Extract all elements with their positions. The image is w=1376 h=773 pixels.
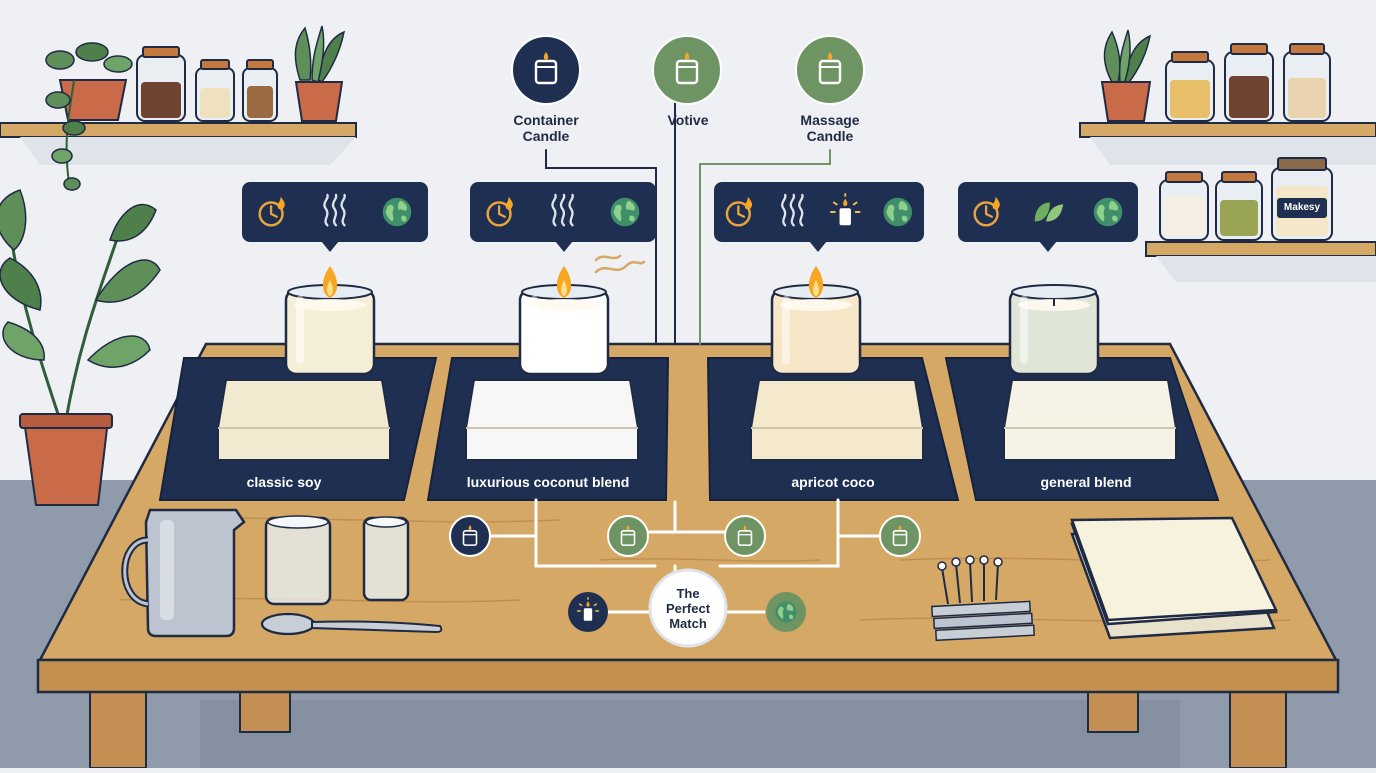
jar-right-5 (1215, 171, 1263, 241)
makesy-jar (1271, 157, 1333, 241)
candle-type-label-massage: Massage Candle (800, 112, 860, 144)
globe-icon (610, 197, 640, 227)
wax-block-2 (750, 379, 924, 461)
glass-jar-empty (264, 515, 332, 606)
floor-plant (0, 189, 161, 506)
candle-type-label-votive: Votive (667, 112, 709, 128)
candle-1 (518, 266, 610, 376)
properties-bubble-1 (470, 182, 656, 252)
perfect-match-hub (648, 568, 728, 648)
properties-bubble-3 (958, 182, 1138, 252)
jar-right-2 (1224, 43, 1274, 122)
properties-bubble-0 (242, 182, 428, 252)
hub-node-candle (568, 592, 608, 632)
wax-label-apricot: apricot coco (791, 474, 875, 490)
wax-label-general: general blend (1040, 474, 1132, 490)
connector-lines (488, 99, 882, 614)
hub-node-globe (766, 592, 806, 632)
candle-type-badge-1 (652, 35, 722, 105)
hanging-plant-left (45, 42, 133, 191)
wax-block-1 (465, 379, 639, 461)
jar-right-4 (1159, 171, 1209, 241)
scent-swirl (594, 254, 646, 274)
table-node-3 (879, 515, 921, 557)
right-shelves (1079, 29, 1376, 282)
wax-block-0 (217, 379, 391, 461)
jar-right-1 (1165, 51, 1215, 122)
pouring-pitcher (121, 508, 246, 638)
globe-icon (883, 197, 912, 227)
jar-left-2 (195, 59, 235, 122)
wax-mat-3 (944, 357, 1220, 501)
jar-right-3 (1283, 43, 1331, 122)
table-node-2 (724, 515, 766, 557)
wax-label-coconut: luxurious coconut blend (466, 474, 630, 490)
globe-icon (1093, 197, 1123, 227)
properties-bubble-2 (714, 182, 924, 252)
left-shelf (0, 25, 357, 191)
spoon (260, 612, 443, 636)
wax-mat-1 (426, 357, 670, 501)
potted-plant-shelf-left (294, 25, 346, 122)
table-node-1 (607, 515, 649, 557)
wax-label-classic-soy: classic soy (246, 474, 322, 490)
wick-bundle (931, 555, 1035, 642)
candle-type-badge-0 (511, 35, 581, 105)
table-node-0 (449, 515, 491, 557)
candle-0 (284, 266, 376, 376)
perfect-match-label: The Perfect Match (665, 586, 711, 631)
makesy-jar-label: Makesy (1283, 202, 1321, 213)
glass-votive-empty (362, 516, 410, 602)
potted-plant-shelf-right (1100, 29, 1152, 122)
jar-left-3 (242, 59, 278, 122)
wax-block-3 (1003, 379, 1177, 461)
candle-2 (770, 266, 862, 376)
wax-mat-2 (706, 357, 960, 501)
jar-left-1 (136, 46, 186, 122)
candle-type-label-container: Container Candle (513, 112, 579, 144)
globe-icon (382, 197, 412, 227)
wax-sheet-stack (1070, 516, 1278, 640)
candle-3 (1008, 284, 1100, 376)
candle-type-badge-2 (795, 35, 865, 105)
wax-mat-0 (158, 357, 438, 501)
